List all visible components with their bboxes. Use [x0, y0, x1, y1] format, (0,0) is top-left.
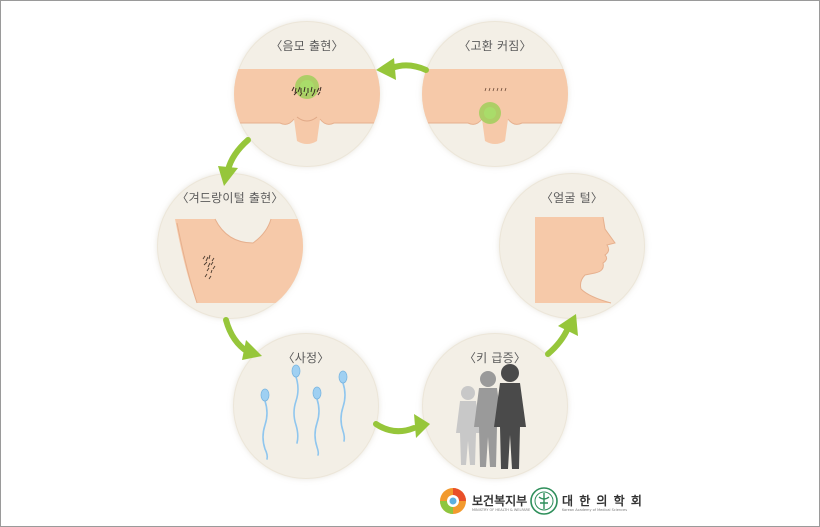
ministry-subtitle: MINISTRY OF HEALTH & WELFARE — [472, 508, 531, 512]
stage-testes: 〈고환 커짐〉 — [422, 21, 568, 167]
ministry-emblem-icon — [440, 488, 466, 514]
pubic-hair-illustration — [234, 69, 380, 144]
facial-hair-illustration — [535, 216, 616, 304]
stage-ejaculation: 〈사정〉 — [233, 333, 379, 479]
arrow-testes-to-pubic — [389, 62, 429, 73]
stage-armpit-hair: 〈겨드랑이털 출현〉 — [157, 173, 303, 319]
academy-emblem-icon — [530, 487, 558, 515]
stage-label: 〈키 급증〉 — [463, 351, 527, 365]
stage-label: 〈음모 출현〉 — [270, 39, 344, 53]
sponsor-logos: 보건복지부 MINISTRY OF HEALTH & WELFARE 대 한 의… — [436, 484, 646, 518]
stage-label: 〈겨드랑이털 출현〉 — [176, 191, 284, 205]
sperm-illustration — [260, 364, 348, 460]
ministry-logo: 보건복지부 MINISTRY OF HEALTH & WELFARE — [436, 484, 530, 518]
stage-growth: 〈키 급증〉 — [422, 333, 568, 479]
armpit-hair-illustration — [175, 218, 303, 304]
academy-subtitle: Korean Academy of Medical Sciences — [562, 508, 628, 512]
academy-logo: 대 한 의 학 회 Korean Academy of Medical Scie… — [530, 484, 646, 518]
academy-name: 대 한 의 학 회 — [562, 494, 643, 508]
ministry-name: 보건복지부 — [472, 494, 528, 508]
stage-label: 〈고환 커짐〉 — [458, 39, 532, 53]
growth-silhouettes-illustration — [456, 364, 526, 469]
testes-illustration — [422, 69, 568, 144]
arrow-sperm-to-growth — [373, 421, 417, 435]
stage-label: 〈사정〉 — [282, 351, 330, 365]
stage-label: 〈얼굴 털〉 — [540, 191, 604, 205]
stage-facial-hair: 〈얼굴 털〉 — [499, 173, 645, 319]
stage-pubic-hair: 〈음모 출현〉 — [234, 21, 380, 167]
